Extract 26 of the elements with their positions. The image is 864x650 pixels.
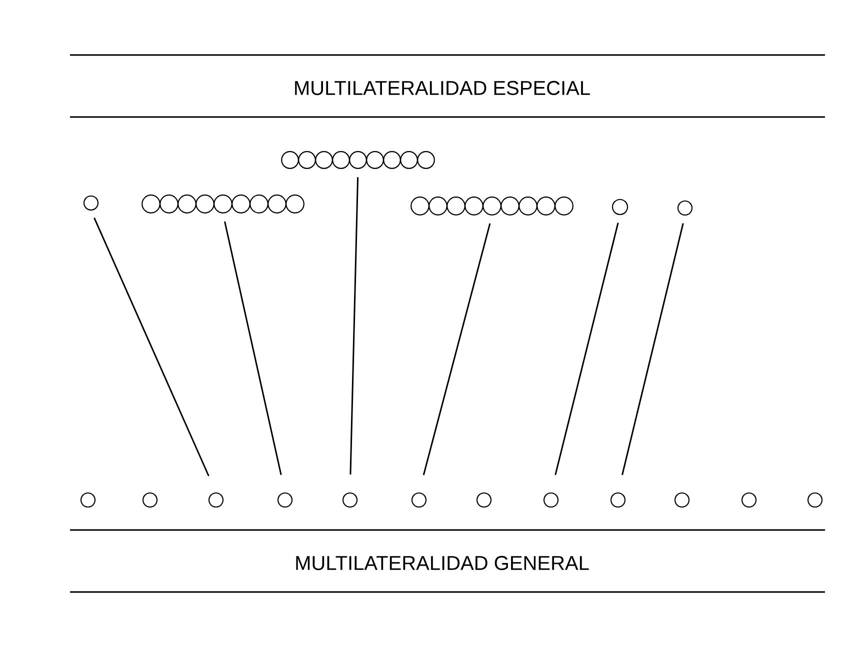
circle bbox=[674, 492, 690, 508]
circle-chain bbox=[410, 196, 574, 216]
circle bbox=[208, 492, 224, 508]
connector-line bbox=[422, 223, 491, 476]
circle bbox=[543, 492, 559, 508]
circle bbox=[476, 492, 492, 508]
circle bbox=[612, 198, 628, 216]
circle bbox=[277, 492, 293, 508]
circle bbox=[80, 492, 96, 508]
circle bbox=[677, 200, 693, 216]
circle bbox=[142, 492, 158, 508]
banner-title: MULTILATERALIDAD ESPECIAL bbox=[295, 80, 590, 96]
circle bbox=[342, 492, 358, 508]
circle bbox=[807, 492, 823, 508]
circle bbox=[741, 492, 757, 508]
connector-line bbox=[94, 218, 210, 476]
circle bbox=[610, 492, 626, 508]
banner-title: MULTILATERALIDAD GENERAL bbox=[296, 556, 589, 570]
connector-line bbox=[224, 221, 282, 476]
circle bbox=[83, 195, 99, 211]
connector-line bbox=[350, 177, 359, 474]
connector-line bbox=[554, 222, 619, 476]
circle-chain bbox=[142, 194, 304, 214]
circle bbox=[411, 492, 427, 508]
circle-chain bbox=[281, 151, 435, 169]
connector-line bbox=[622, 223, 684, 476]
